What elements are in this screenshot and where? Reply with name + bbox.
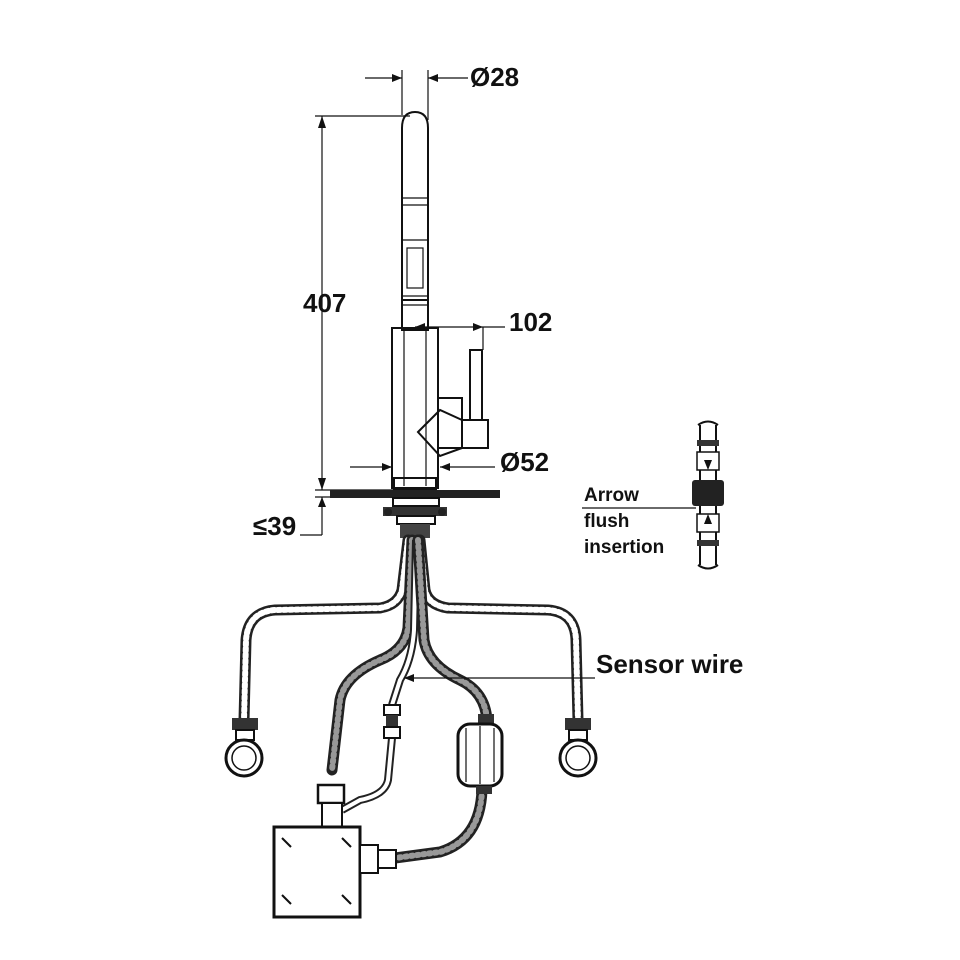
hoses bbox=[238, 534, 584, 864]
faucet-body bbox=[330, 110, 500, 538]
inline-filter bbox=[456, 714, 504, 794]
arrow-flush-detail: Arrow flush insertion bbox=[582, 420, 724, 570]
countertop bbox=[330, 490, 500, 498]
dim-counter-thickness: ≤39 bbox=[253, 496, 332, 541]
spray-button bbox=[406, 247, 424, 289]
dim-text-spout-diameter: Ø28 bbox=[470, 62, 519, 92]
sensor-wire-label: Sensor wire bbox=[596, 649, 743, 679]
insertion-coupling bbox=[692, 480, 724, 506]
handle-lever bbox=[469, 349, 483, 421]
dim-height: 407 bbox=[303, 115, 410, 491]
arrow-label-line3: insertion bbox=[584, 537, 664, 558]
supply-connector-left bbox=[224, 718, 264, 778]
sensor-wire-callout: Sensor wire bbox=[404, 649, 743, 682]
dim-text-counter-thickness: ≤39 bbox=[253, 511, 296, 541]
handle-body bbox=[437, 397, 489, 449]
control-box bbox=[272, 783, 397, 919]
dim-text-reach: 102 bbox=[509, 307, 552, 337]
sensor-wire-connector bbox=[383, 704, 401, 739]
supply-connector-right bbox=[558, 718, 598, 778]
arrow-label-line1: Arrow bbox=[584, 485, 639, 506]
dim-spout-diameter: Ø28 bbox=[365, 62, 519, 120]
arrow-label-line2: flush bbox=[584, 511, 629, 532]
dim-base-diameter: Ø52 bbox=[350, 447, 549, 477]
dim-reach: 102 bbox=[415, 307, 552, 350]
dim-text-height: 407 bbox=[303, 288, 346, 318]
dim-text-base-diameter: Ø52 bbox=[500, 447, 549, 477]
